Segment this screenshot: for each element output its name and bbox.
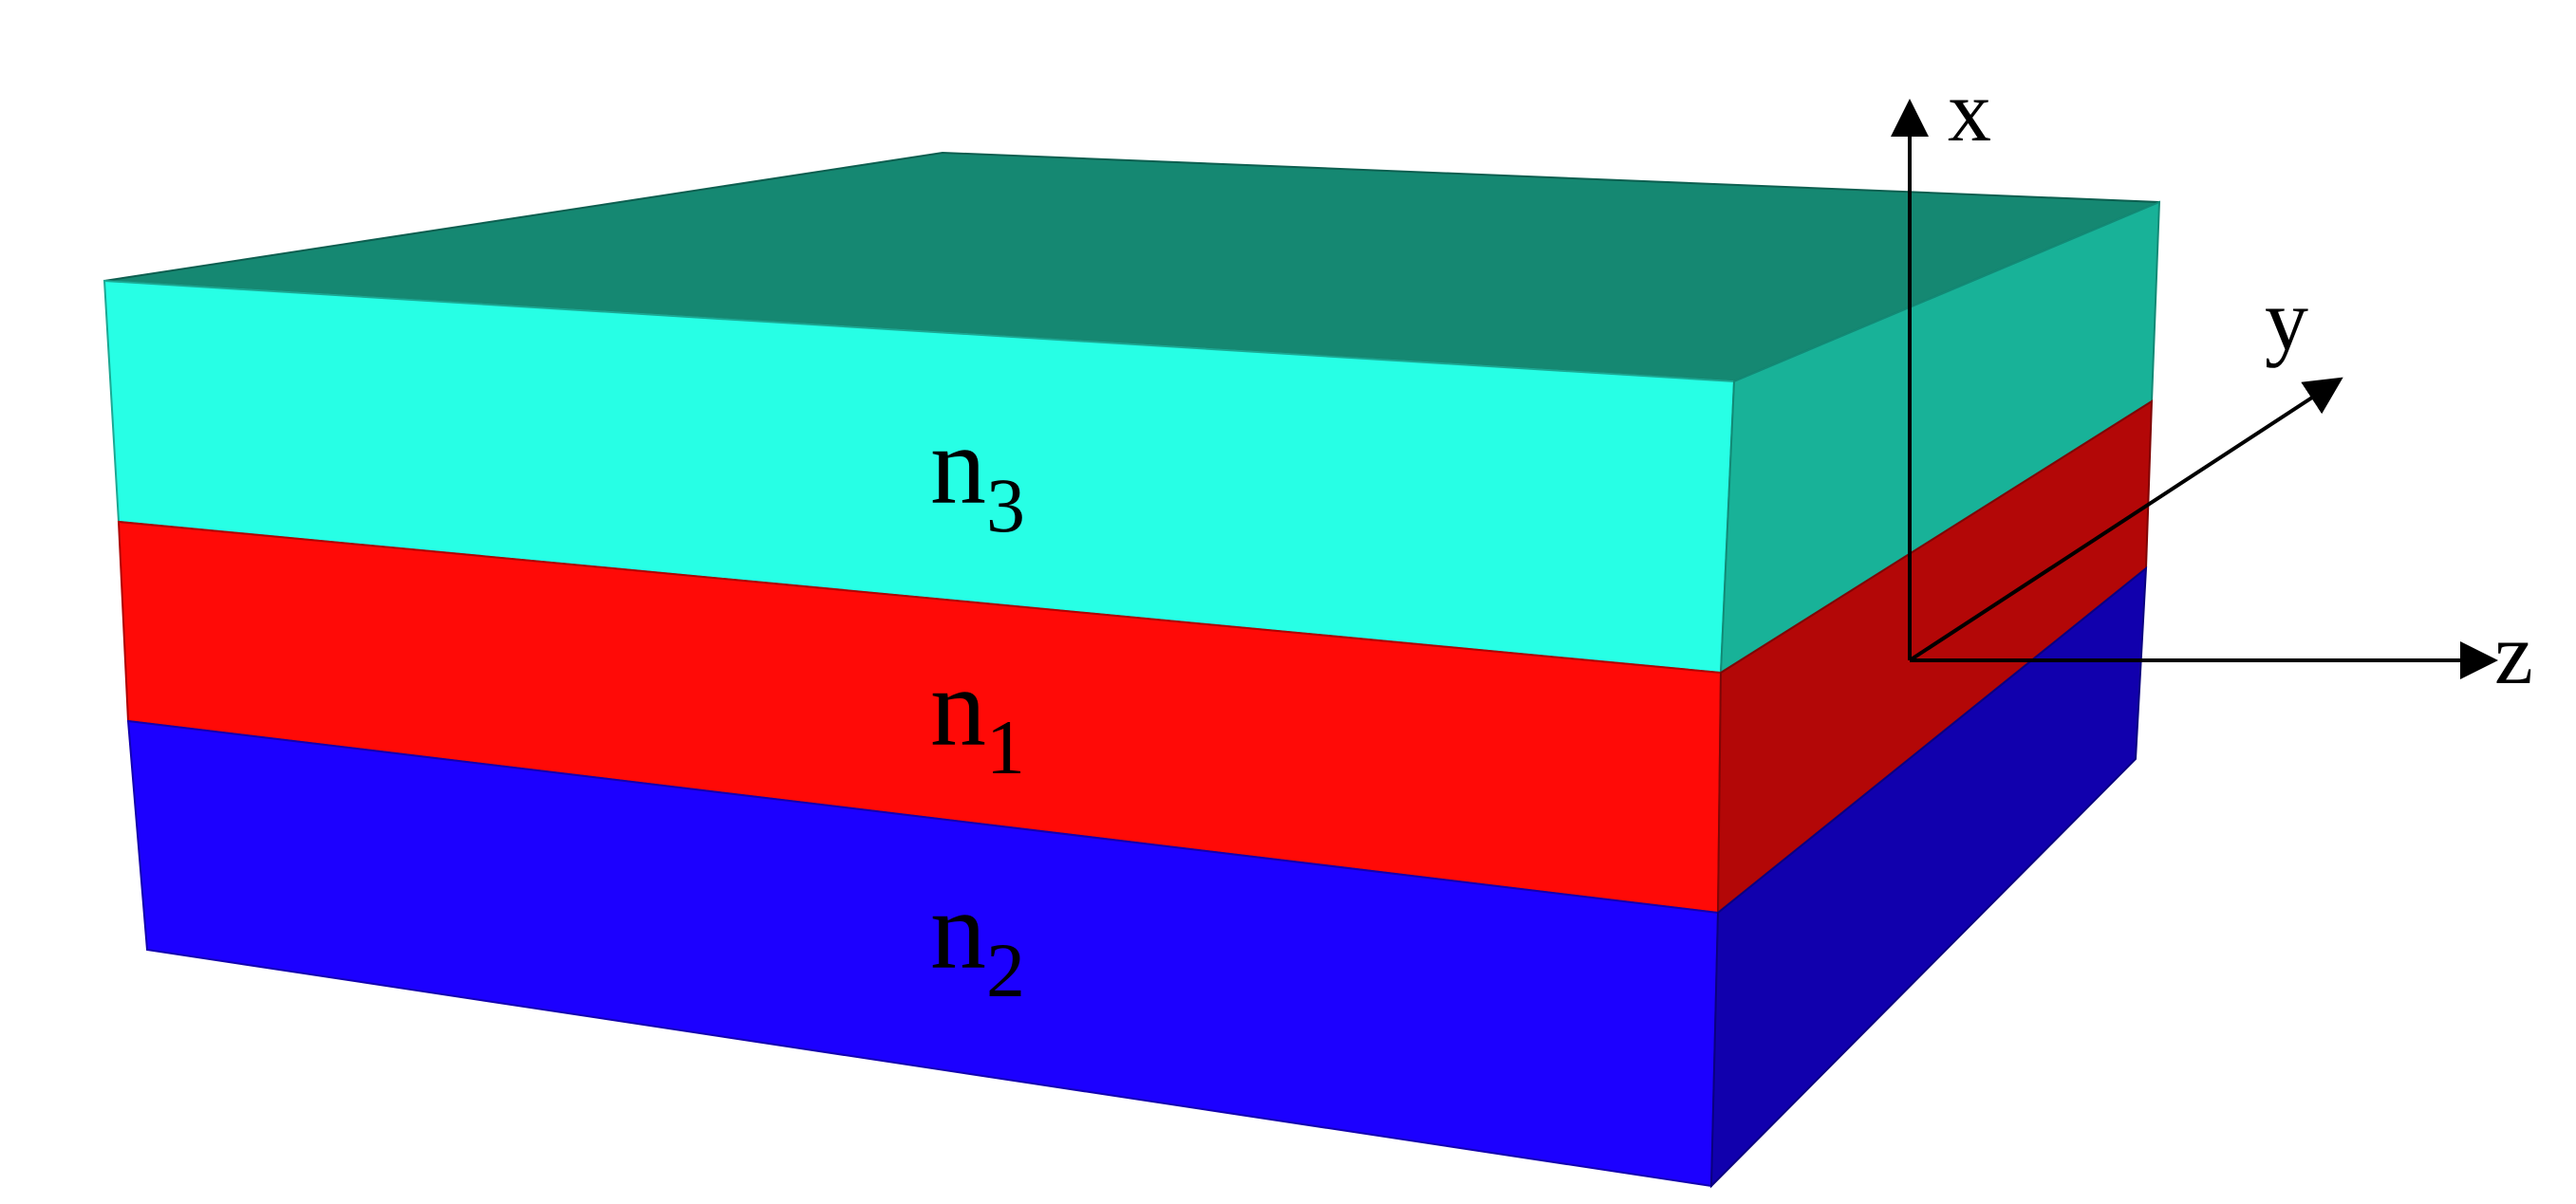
bottom-layer <box>126 565 2148 1189</box>
coordinate-axes: x y z <box>1891 63 2533 702</box>
top-layer <box>103 151 2161 675</box>
label-n3: n3 <box>930 403 1025 548</box>
y-axis-arrow <box>1908 377 2343 662</box>
label-n1: n1 <box>930 645 1025 790</box>
y-axis-label: y <box>2265 271 2308 368</box>
x-axis-label: x <box>1948 63 1991 159</box>
label-n2: n2 <box>930 868 1025 1013</box>
bottom-layer-side-face <box>1709 565 2148 1189</box>
z-axis-label: z <box>2494 605 2533 702</box>
